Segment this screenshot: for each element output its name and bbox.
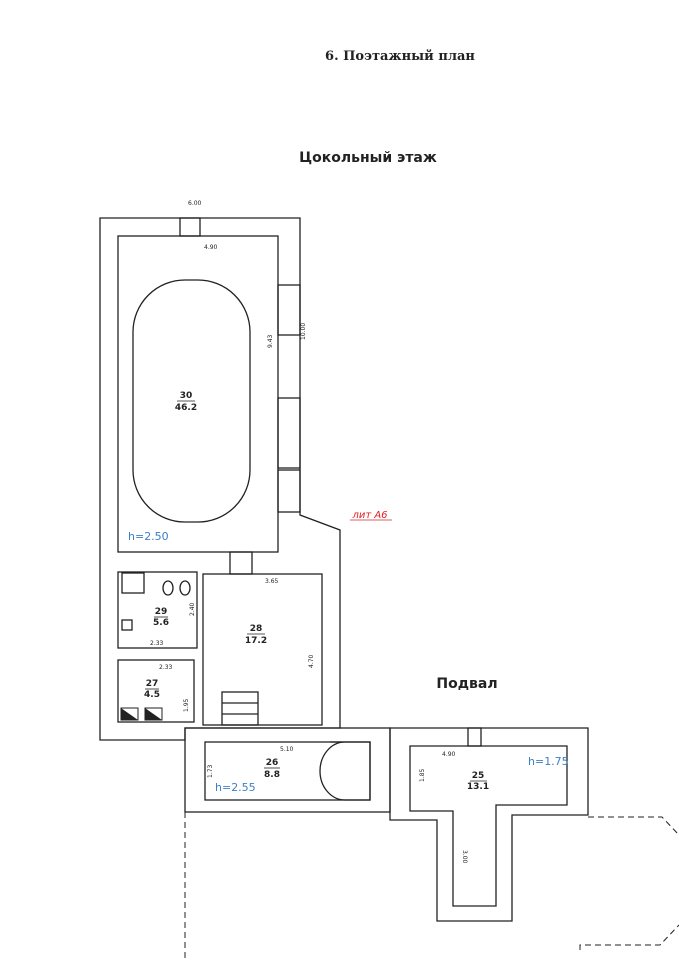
- dim-room26-height: 1.73: [207, 764, 214, 778]
- room-29: [117, 571, 198, 649]
- room-28-area: 17.2: [245, 636, 267, 646]
- room-30-area: 46.2: [175, 403, 197, 413]
- room-25-number: 25: [472, 771, 485, 781]
- dashed-outlines: [184, 812, 679, 960]
- ground-floor-title: Цокольный этаж: [299, 150, 437, 166]
- dim-room25-leg: 3.00: [461, 850, 468, 864]
- fraction-lines: [145, 400, 487, 782]
- dim-room25-width: 4.90: [442, 751, 456, 758]
- stairs-icon: [221, 691, 259, 726]
- pool: [132, 279, 251, 523]
- building-outer-wall: [99, 217, 341, 741]
- section-title: 6. Поэтажный план: [325, 49, 475, 64]
- dim-room27-height: 1.95: [183, 698, 190, 712]
- windows-right: [277, 284, 301, 513]
- room-26-area: 8.8: [264, 770, 280, 780]
- dim-outer-length: 10.00: [300, 323, 307, 340]
- room-28: [202, 573, 323, 726]
- height-ground: h=2.50: [128, 530, 169, 543]
- dim-room28-width: 3.65: [265, 578, 279, 585]
- room-25-area: 13.1: [467, 782, 489, 792]
- dim-outer-width: 6.00: [188, 200, 202, 207]
- spiral-stairs-icon: [319, 741, 371, 801]
- room-26-number: 26: [266, 758, 279, 768]
- doorway-25: [467, 727, 482, 747]
- dim-room30-width: 4.90: [204, 244, 218, 251]
- room-29-number: 29: [155, 607, 168, 617]
- room-29-area: 5.6: [153, 618, 169, 628]
- room-27-number: 27: [146, 679, 159, 689]
- basement-title: Подвал: [436, 676, 497, 692]
- room-25-wall: [389, 727, 589, 922]
- dim-room25-height: 1.85: [419, 768, 426, 782]
- room-27-area: 4.5: [144, 690, 160, 700]
- dim-room27-width: 2.33: [159, 664, 173, 671]
- window-top: [179, 217, 201, 237]
- lit-label: лит А6: [351, 510, 387, 521]
- bathroom-fixtures-icon: [121, 572, 191, 631]
- room-30-number: 30: [180, 391, 193, 401]
- dim-room26-width: 5.10: [280, 746, 294, 753]
- height-room26: h=2.55: [215, 781, 256, 794]
- dim-room29-height: 2.40: [189, 602, 196, 616]
- room-30: [117, 235, 279, 553]
- dim-room30-length: 9.43: [267, 334, 274, 348]
- room-28-number: 28: [250, 624, 263, 634]
- room-27: [117, 659, 195, 723]
- dim-room28-length: 4.70: [308, 654, 315, 668]
- height-basement: h=1.75: [528, 755, 569, 768]
- dim-room29-width: 2.33: [150, 640, 164, 647]
- boiler-icons: [120, 707, 163, 721]
- doorway-30-28: [229, 551, 253, 575]
- room-25: [409, 745, 568, 907]
